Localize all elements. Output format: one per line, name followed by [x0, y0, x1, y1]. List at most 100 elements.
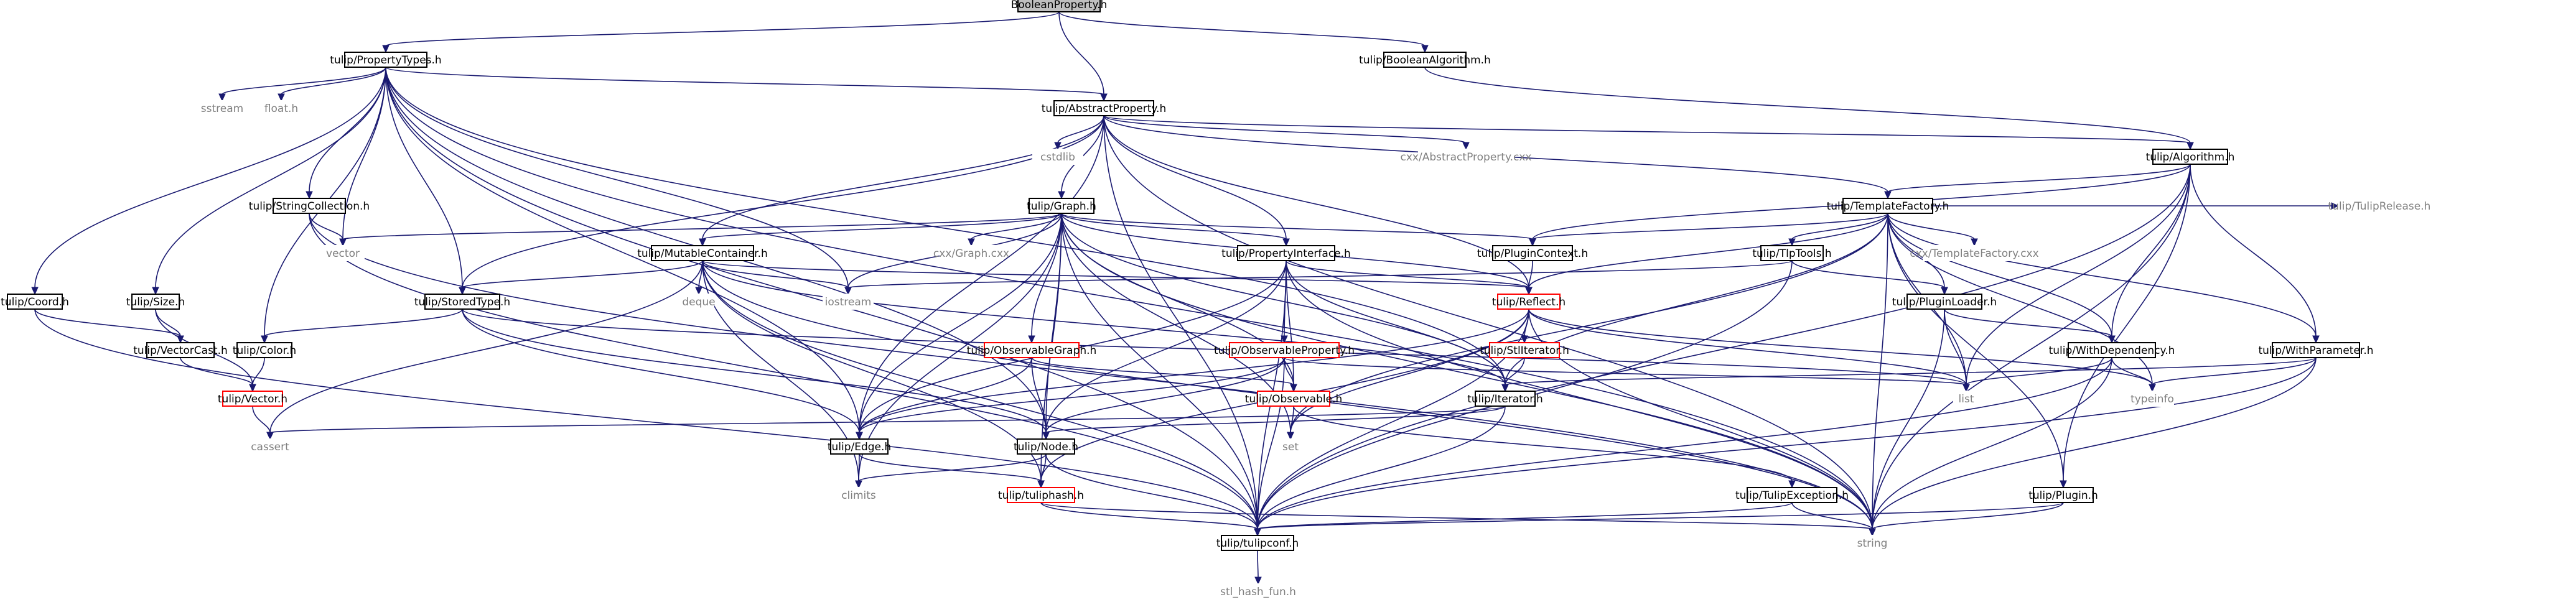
edge-line [702, 115, 1104, 240]
node-tlp[interactable]: tulip/TlpTools.h [1752, 245, 1832, 261]
edge-obs-set [1287, 405, 1294, 440]
edge-arrowhead [695, 287, 702, 295]
edge-line [859, 308, 1529, 433]
node-graph[interactable]: tulip/Graph.h [1027, 198, 1096, 214]
node-conf[interactable]: tulip/tulipconf.h [1216, 535, 1299, 551]
node-label: tulip/Vector.h [218, 393, 287, 405]
edge-line [1103, 115, 1287, 240]
node-box [1953, 391, 1979, 407]
node-pl[interactable]: tulip/PluginLoader.h [1892, 294, 1997, 310]
edge-graph-vector [339, 213, 1062, 247]
node-vec[interactable]: tulip/Vector.h [218, 391, 287, 407]
edge-line [385, 67, 1506, 386]
edge-line [385, 67, 1873, 530]
node-size[interactable]: tulip/Size.h [126, 294, 185, 310]
edge-bp-pt [382, 11, 1060, 53]
node-tf[interactable]: tulip/TemplateFactory.h [1827, 198, 1949, 214]
node-vc[interactable]: tulip/VectorCast.h [133, 342, 228, 358]
edge-arrowhead [1054, 142, 1062, 150]
edge-pt-st [385, 67, 466, 295]
edge-ap-st [459, 115, 1104, 295]
edge-arrowhead [1529, 238, 1536, 247]
node-label: tulip/StlIterator.h [1480, 345, 1569, 357]
node-cstdlib: cstdlib [1032, 149, 1083, 165]
edge-line [309, 213, 1873, 530]
node-label: deque [682, 296, 715, 308]
node-te[interactable]: tulip/TulipException.h [1735, 487, 1849, 503]
node-sc[interactable]: tulip/StringCollection.h [249, 198, 370, 214]
node-label: tulip/Algorithm.h [2146, 151, 2235, 164]
node-bp[interactable]: BooleanProperty.h [1011, 0, 1108, 12]
node-label: tulip/StoredType.h [414, 296, 510, 308]
edge-line [281, 67, 386, 95]
node-plugin[interactable]: tulip/Plugin.h [2028, 487, 2098, 503]
node-label: tulip/tulipconf.h [1216, 537, 1299, 550]
node-hash[interactable]: tulip/tuliphash.h [998, 487, 1084, 503]
edge-pt-floath [278, 67, 386, 102]
node-pt[interactable]: tulip/PropertyTypes.h [330, 52, 442, 68]
node-wd[interactable]: tulip/WithDependency.h [2049, 342, 2175, 358]
node-box [146, 342, 215, 358]
edge-arrowhead [2186, 142, 2194, 150]
edge-line [1290, 405, 1294, 433]
node-ap[interactable]: tulip/AbstractProperty.h [1042, 100, 1166, 116]
node-label: tulip/MutableContainer.h [637, 248, 768, 260]
edge-line [847, 260, 1793, 289]
node-pc[interactable]: tulip/PluginContext.h [1477, 245, 1588, 261]
edge-arrowhead [1254, 528, 1261, 537]
edge-ap-string [1103, 115, 1876, 537]
edge-ap-cstdlib [1054, 115, 1104, 150]
edge-arrowhead [306, 191, 313, 200]
node-ba[interactable]: tulip/BooleanAlgorithm.h [1359, 52, 1491, 68]
edge-pt-size [152, 67, 386, 295]
node-iter[interactable]: tulip/Iterator.h [1467, 391, 1543, 407]
node-label: tulip/Graph.h [1027, 200, 1096, 213]
node-op[interactable]: tulip/ObservableProperty.h [1214, 342, 1355, 358]
edge-line [1532, 213, 1888, 240]
node-iostream: iostream [823, 294, 874, 310]
node-reflect[interactable]: tulip/Reflect.h [1492, 294, 1566, 310]
node-color[interactable]: tulip/Color.h [233, 342, 296, 358]
edge-graph-pi [1061, 213, 1290, 247]
node-edge[interactable]: tulip/Edge.h [828, 438, 891, 455]
edge-pt-ap [385, 67, 1108, 102]
node-og[interactable]: tulip/ObservableGraph.h [967, 342, 1097, 358]
node-wp[interactable]: tulip/WithParameter.h [2258, 342, 2374, 358]
node-stlhash: stl_hash_fun.h [1220, 583, 1296, 600]
node-mc[interactable]: tulip/MutableContainer.h [637, 245, 768, 261]
node-label: cxx/AbstractProperty.cxx [1401, 151, 1532, 164]
node-coord[interactable]: tulip/Coord.h [1, 294, 69, 310]
node-label: tulip/TulipRelease.h [2328, 200, 2431, 213]
edge-pt-coord [31, 67, 386, 295]
node-node[interactable]: tulip/Node.h [1014, 438, 1078, 455]
node-box [248, 438, 292, 455]
node-box [1229, 342, 1340, 358]
node-box [1228, 583, 1289, 600]
node-st[interactable]: tulip/StoredType.h [414, 294, 510, 310]
node-label: tulip/Reflect.h [1492, 296, 1566, 308]
node-sti[interactable]: tulip/StlIterator.h [1480, 342, 1569, 358]
edge-arrowhead [459, 287, 466, 295]
node-box [1418, 149, 1514, 165]
edge-pi-reflect [1286, 260, 1533, 295]
edge-line [1887, 213, 1975, 240]
edge-line [385, 67, 1104, 95]
edge-ba-algo [1424, 67, 2194, 150]
edge-line [1966, 164, 2191, 386]
node-box [190, 100, 254, 116]
edge-tf-cxxtf [1887, 213, 1978, 247]
node-box [344, 52, 427, 68]
node-pi[interactable]: tulip/PropertyInterface.h [1221, 245, 1351, 261]
node-label: cstdlib [1040, 151, 1075, 164]
edge-line [1872, 502, 2064, 530]
edge-line [858, 213, 1062, 482]
node-box [2152, 149, 2228, 165]
node-cassert: cassert [248, 438, 292, 455]
edge-arrowhead [1287, 432, 1294, 440]
edge-line [1286, 260, 1294, 386]
node-algo[interactable]: tulip/Algorithm.h [2146, 149, 2235, 165]
node-obs[interactable]: tulip/Observable.h [1245, 391, 1343, 407]
edge-tlp-pl [1791, 260, 1948, 295]
node-box [7, 294, 63, 310]
